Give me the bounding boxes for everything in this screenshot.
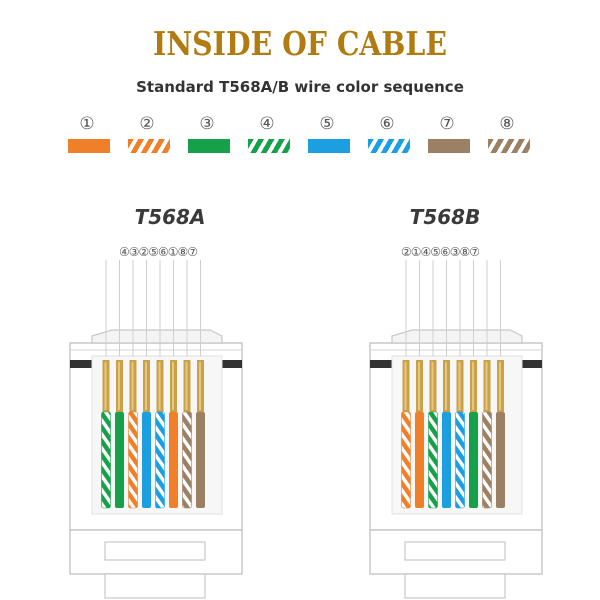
plug-clip-right bbox=[522, 360, 542, 368]
wire-5 bbox=[455, 412, 465, 508]
rj45-plug-t568b bbox=[369, 260, 543, 599]
wire-order-a: ④③②⑤⑥①⑧⑦ bbox=[118, 245, 198, 259]
legend-number-7: ⑦ bbox=[439, 114, 455, 134]
page-subtitle: Standard T568A/B wire color sequence bbox=[136, 78, 464, 96]
wire-1 bbox=[401, 412, 411, 508]
wire-4 bbox=[142, 412, 151, 508]
wire-3 bbox=[128, 412, 138, 508]
legend-number-1: ① bbox=[79, 114, 95, 134]
wire-2 bbox=[115, 412, 124, 508]
wire-3 bbox=[428, 412, 438, 508]
legend-number-4: ④ bbox=[259, 114, 275, 134]
legend-swatch-5 bbox=[308, 139, 350, 153]
legend-swatch-7 bbox=[428, 139, 470, 153]
page-title: INSIDE OF CABLE bbox=[152, 24, 448, 63]
plug-boot-slot bbox=[404, 541, 506, 561]
legend-swatch-4 bbox=[248, 139, 290, 153]
wire-5 bbox=[155, 412, 165, 508]
plug-clip-left bbox=[370, 360, 392, 368]
legend-swatch-6 bbox=[368, 139, 410, 153]
wire-4 bbox=[442, 412, 451, 508]
rj45-plug-t568a bbox=[69, 260, 243, 599]
connector-label-a: T568A bbox=[134, 205, 206, 229]
wire-1 bbox=[101, 412, 111, 508]
legend-number-8: ⑧ bbox=[499, 114, 515, 134]
legend-swatch-3 bbox=[188, 139, 230, 153]
plug-clip-right bbox=[222, 360, 242, 368]
legend-number-5: ⑤ bbox=[319, 114, 335, 134]
wire-7 bbox=[482, 412, 492, 508]
plug-top-edge bbox=[391, 329, 523, 344]
legend-swatch-8 bbox=[488, 139, 530, 153]
wire-7 bbox=[182, 412, 192, 508]
wire-2 bbox=[415, 412, 424, 508]
wire-8 bbox=[496, 412, 505, 508]
wire-order-b: ②①④⑤⑥③⑧⑦ bbox=[400, 245, 480, 259]
legend-swatch-1 bbox=[68, 139, 110, 153]
plug-clip-left bbox=[70, 360, 92, 368]
wire-6 bbox=[469, 412, 478, 508]
legend-number-3: ③ bbox=[199, 114, 215, 134]
connector-label-b: T568B bbox=[409, 205, 481, 229]
legend-number-2: ② bbox=[139, 114, 155, 134]
plug-boot-slot bbox=[104, 541, 206, 561]
cable-stub bbox=[104, 573, 206, 599]
cable-stub bbox=[404, 573, 506, 599]
wire-6 bbox=[169, 412, 178, 508]
plug-top-edge bbox=[91, 329, 223, 344]
legend-swatch-2 bbox=[128, 139, 170, 153]
legend-number-6: ⑥ bbox=[379, 114, 395, 134]
wire-8 bbox=[196, 412, 205, 508]
